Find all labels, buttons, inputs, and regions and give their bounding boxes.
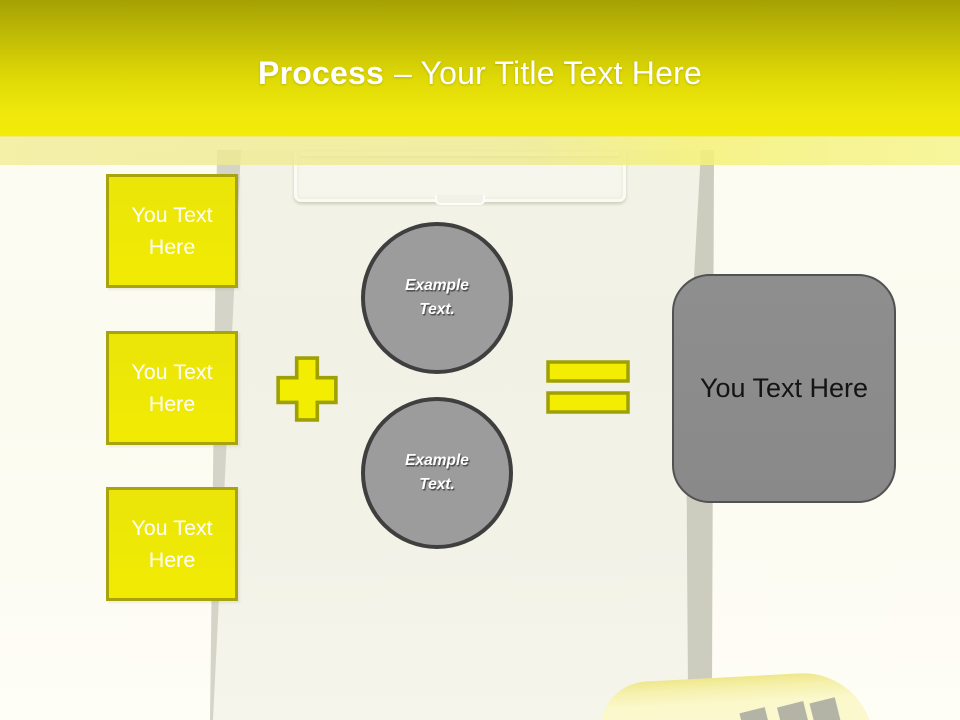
page-title: Process– Your Title Text Here [258,45,702,92]
process-input-box-2-label: You Text Here [131,359,213,416]
process-input-box-1[interactable]: You Text Here [106,174,238,288]
equals-icon [546,359,632,422]
slide-header: Process– Your Title Text Here [0,0,960,137]
header-highlight-band [0,136,960,165]
example-circle-1-label: Example Text. [405,276,469,318]
page-title-subtitle: – Your Title Text Here [393,55,702,91]
example-circle-2[interactable]: Example Text. [361,397,513,549]
clipboard-clip-notch [435,195,485,205]
plus-icon [276,356,338,427]
page-title-keyword: Process [258,55,384,91]
result-box-label: You Text Here [699,373,869,403]
process-input-box-3-label: You Text Here [131,515,213,572]
process-input-box-2[interactable]: You Text Here [106,331,238,445]
example-circle-2-label: Example Text. [405,451,469,493]
result-box[interactable]: You Text Here [672,274,896,503]
example-circle-1[interactable]: Example Text. [361,222,513,374]
process-input-box-1-label: You Text Here [131,202,213,259]
process-input-box-3[interactable]: You Text Here [106,487,238,601]
